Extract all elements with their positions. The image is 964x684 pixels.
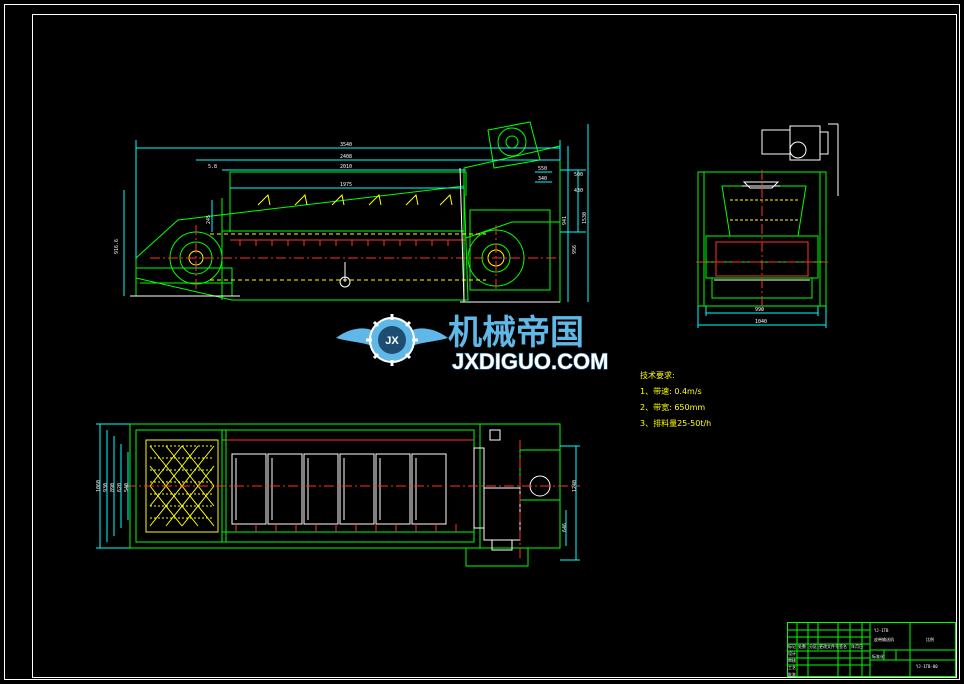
dim-right-mid: 430 bbox=[574, 188, 583, 194]
dim-height-left: 916.6 bbox=[114, 239, 120, 254]
title-block-cell-3: 分区 bbox=[809, 643, 817, 649]
dim-plan-right-small: 646 bbox=[562, 523, 568, 532]
plan-view-dimension-labels: 1060 930 890 620 540 1240 646 bbox=[96, 480, 578, 532]
dim-right-3: 956 bbox=[572, 245, 578, 254]
side-view bbox=[123, 121, 589, 303]
side-view-dimension-labels: 3540 2408 2010 1975 5.8 916.6 245 1530 9… bbox=[114, 142, 588, 254]
dim-plan-w5: 540 bbox=[124, 483, 130, 492]
title-block-cell-8: 审核 bbox=[788, 657, 796, 663]
end-view-dimension-labels: 990 1040 bbox=[755, 307, 767, 325]
watermark-url: JXDIGUO.COM bbox=[452, 349, 608, 374]
end-view bbox=[696, 123, 839, 328]
sheet-frame bbox=[4, 4, 960, 680]
title-block-cell-5: 签名 bbox=[839, 643, 847, 649]
dim-end-inner: 990 bbox=[755, 307, 764, 313]
dim-right-2: 941 bbox=[562, 216, 568, 225]
title-block-text: YJ-1TB 皮带输送机 比例 YJ-1TB-00 标记 处数 分区 更改文件号… bbox=[788, 628, 938, 677]
tech-title: 技术要求: bbox=[640, 370, 675, 380]
watermark-logo-icon bbox=[336, 314, 448, 366]
tech-item-2: 2、带宽: 650mm bbox=[640, 402, 705, 412]
dim-plan-w1: 1060 bbox=[96, 480, 102, 492]
watermark-logo-text: JX bbox=[385, 335, 399, 347]
watermark-name: 机械帝国 bbox=[448, 313, 584, 353]
title-block-cell-4: 更改文件号 bbox=[819, 643, 839, 649]
plan-view bbox=[96, 423, 580, 567]
title-block-cell-7: 设计 bbox=[788, 650, 796, 656]
watermark: JX 机械帝国 JXDIGUO.COM bbox=[336, 313, 609, 375]
title-block-code: YJ-1TB-00 bbox=[916, 664, 938, 669]
dim-mid: 2010 bbox=[340, 164, 352, 170]
title-block-cell-11: 批准 bbox=[788, 671, 796, 677]
title-block-cell-1: 标记 bbox=[788, 643, 796, 649]
technical-requirements: 技术要求: 1、带速: 0.4m/s 2、带宽: 650mm 3、排料量25-5… bbox=[640, 370, 711, 428]
dim-overall: 3540 bbox=[340, 142, 352, 148]
title-block-drawing-no: YJ-1TB bbox=[874, 628, 889, 633]
tech-item-1: 1、带速: 0.4m/s bbox=[640, 387, 702, 396]
title-block-cell-6: 年月日 bbox=[851, 643, 863, 649]
title-block-cell-10: 标准化 bbox=[872, 653, 884, 659]
dim-right-1: 1530 bbox=[582, 212, 588, 224]
title-block-part-name: 皮带输送机 bbox=[874, 636, 894, 642]
dim-right-top: 500 bbox=[574, 172, 583, 178]
title-block bbox=[787, 622, 956, 677]
dim-upper: 2408 bbox=[340, 154, 352, 160]
title-block-ratio: 比例 bbox=[926, 636, 934, 642]
dim-plan-w3: 890 bbox=[110, 483, 116, 492]
dim-plan-w4: 620 bbox=[117, 483, 123, 492]
dim-end-outer: 1040 bbox=[755, 319, 767, 325]
dim-plan-w2: 930 bbox=[103, 483, 109, 492]
dim-left-short: 5.8 bbox=[208, 164, 217, 170]
dim-plan-right-h: 1240 bbox=[572, 480, 578, 492]
title-block-cell-9: 工艺 bbox=[788, 665, 796, 670]
dim-right-b: 340 bbox=[538, 176, 547, 182]
dim-inner: 1975 bbox=[340, 182, 352, 188]
dim-small-left: 245 bbox=[206, 215, 212, 224]
dim-right-a: 550 bbox=[538, 166, 547, 172]
title-block-cell-2: 处数 bbox=[798, 643, 806, 649]
tech-item-3: 3、排料量25-50t/h bbox=[640, 418, 711, 428]
